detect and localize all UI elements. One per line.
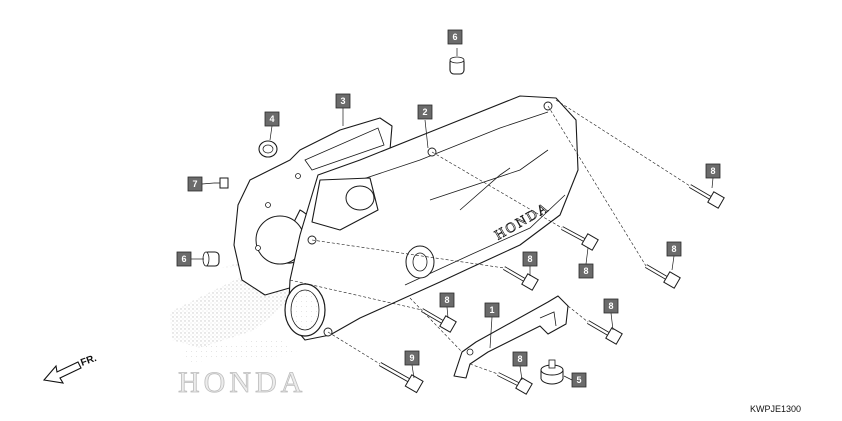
callout-5: 5 <box>571 372 587 388</box>
bracket-stay <box>453 295 569 379</box>
rubber-damper <box>540 359 564 385</box>
honda-watermark-text: HONDA <box>178 366 306 399</box>
callout-5-label: 5 <box>576 375 581 385</box>
callout-3: 3 <box>335 93 351 109</box>
callout-6-left-label: 6 <box>181 254 186 264</box>
callout-8-b-label: 8 <box>583 266 588 276</box>
callout-3-label: 3 <box>340 96 345 106</box>
callout-8-c-label: 8 <box>671 244 676 254</box>
dowel-pin-left <box>202 251 220 267</box>
callout-8-f-label: 8 <box>608 301 613 311</box>
flange-bolts <box>378 184 725 395</box>
callout-8-d: 8 <box>522 251 538 267</box>
callout-9: 9 <box>404 350 420 366</box>
callout-2-label: 2 <box>422 107 427 117</box>
callout-4: 4 <box>264 111 280 127</box>
seal-ring <box>258 140 278 158</box>
small-screw <box>214 177 229 189</box>
front-direction-label: FR. <box>79 353 98 369</box>
dowel-pin-top <box>449 56 465 75</box>
callout-9-label: 9 <box>409 353 414 363</box>
callout-7: 7 <box>187 176 203 192</box>
callout-8-d-label: 8 <box>527 254 532 264</box>
callout-2: 2 <box>417 104 433 120</box>
callout-6-left: 6 <box>176 251 192 267</box>
callout-8-c: 8 <box>666 241 682 257</box>
callout-8-g-label: 8 <box>517 354 522 364</box>
callout-6-top-label: 6 <box>452 32 457 42</box>
callout-8-g: 8 <box>512 351 528 367</box>
callout-8-a: 8 <box>705 163 721 179</box>
callout-6-top: 6 <box>447 29 463 45</box>
callout-4-label: 4 <box>269 114 274 124</box>
callout-8-b: 8 <box>578 263 594 279</box>
callout-1-label: 1 <box>489 305 494 315</box>
callout-7-label: 7 <box>192 179 197 189</box>
callout-8-e: 8 <box>439 292 455 308</box>
leader-lines <box>191 48 714 381</box>
callout-8-f: 8 <box>603 298 619 314</box>
figure-code: KWPJE1300 <box>750 404 801 414</box>
callout-8-a-label: 8 <box>710 166 715 176</box>
left-crankcase-cover: HONDA <box>284 95 579 341</box>
callout-1: 1 <box>484 302 500 318</box>
callout-8-e-label: 8 <box>444 295 449 305</box>
front-direction-arrow: FR. <box>42 353 98 384</box>
